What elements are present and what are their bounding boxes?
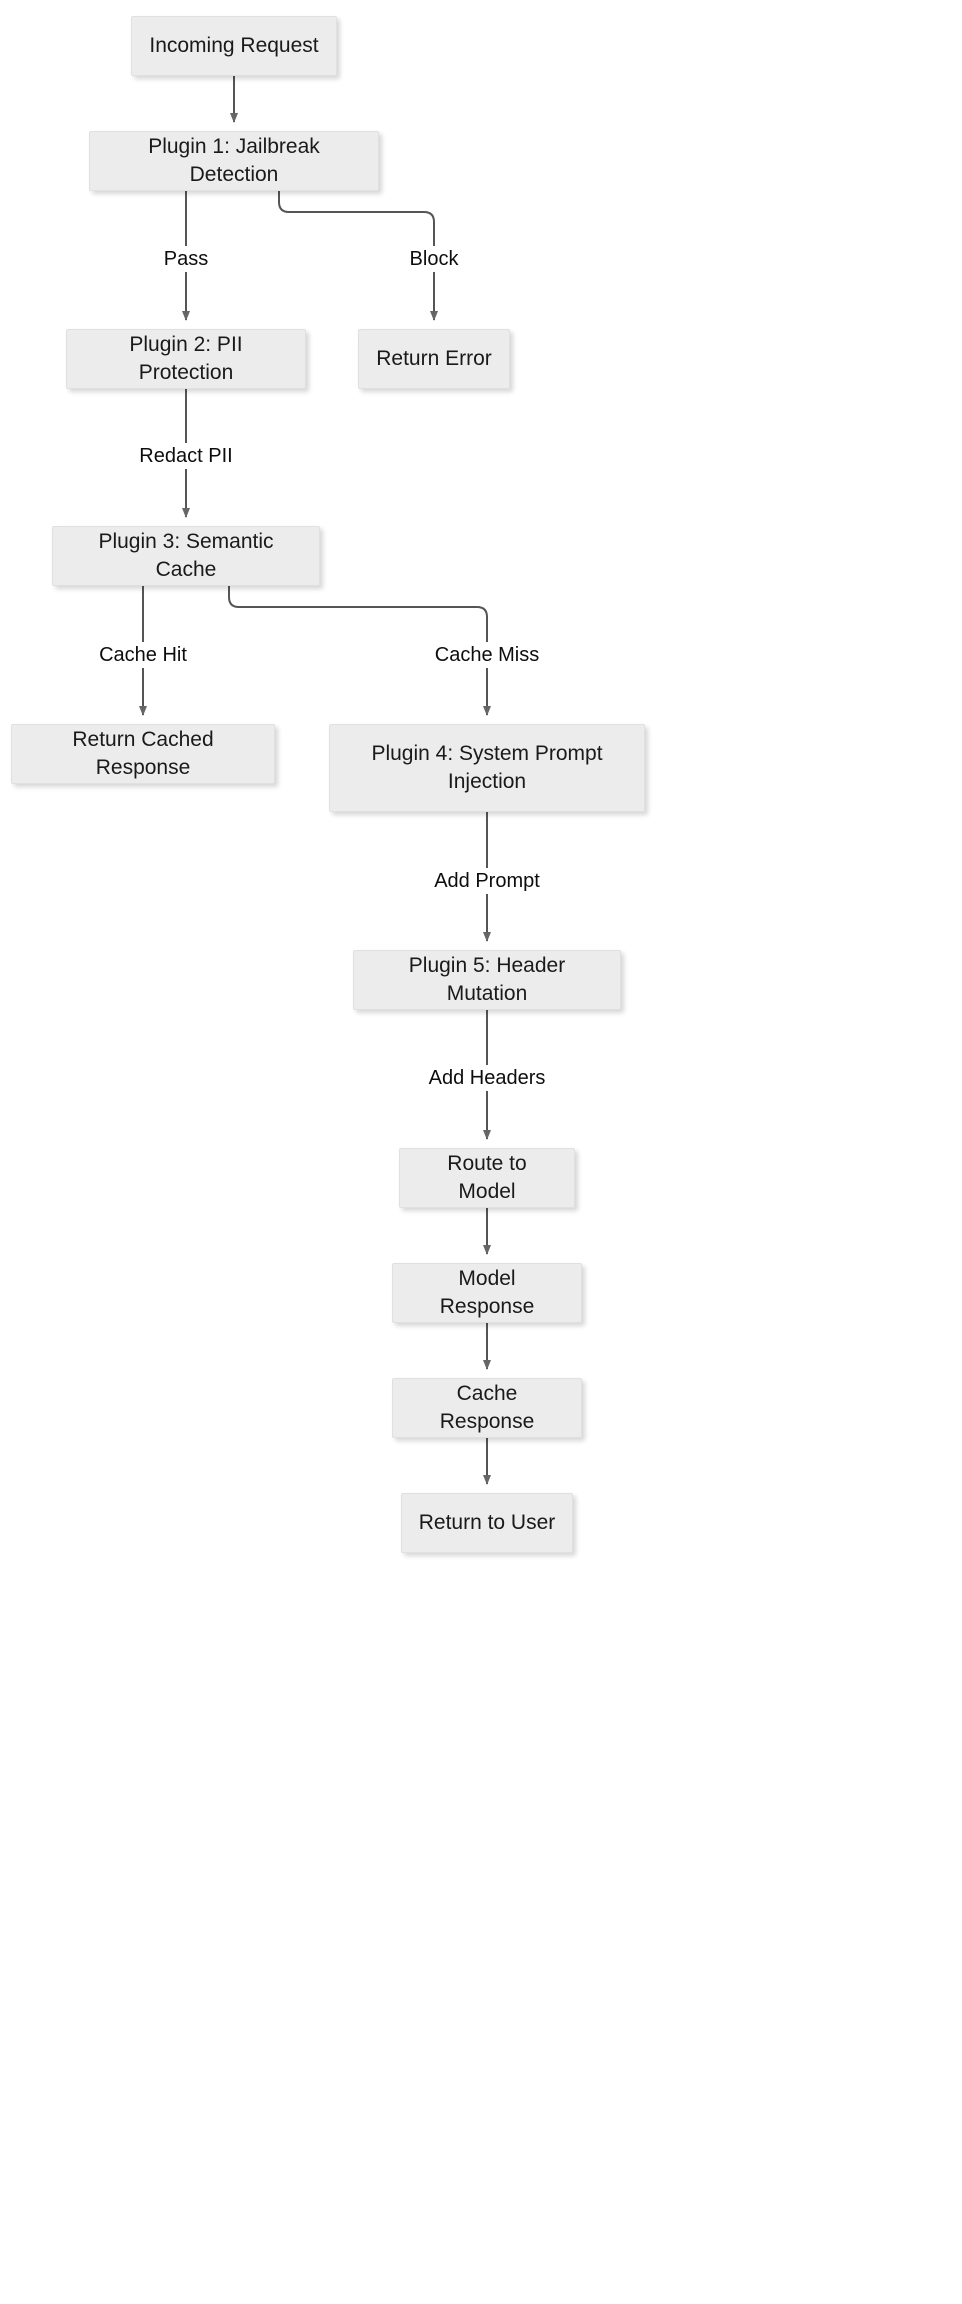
node-plugin-4[interactable]: Plugin 4: System Prompt Injection bbox=[329, 724, 645, 812]
node-plugin-1[interactable]: Plugin 1: Jailbreak Detection bbox=[89, 131, 379, 191]
node-return-to-user[interactable]: Return to User bbox=[401, 1493, 573, 1553]
edge-label-e-plugin1-error: Block bbox=[404, 246, 464, 272]
edge-label-e-plugin1-plugin2: Pass bbox=[158, 246, 214, 272]
edge-label-e-plugin4-plugin5: Add Prompt bbox=[429, 868, 545, 894]
node-incoming-request[interactable]: Incoming Request bbox=[131, 16, 337, 76]
node-return-cached-response[interactable]: Return Cached Response bbox=[11, 724, 275, 784]
edge-label-e-plugin3-cachemiss: Cache Miss bbox=[429, 642, 545, 668]
node-plugin-5[interactable]: Plugin 5: Header Mutation bbox=[353, 950, 621, 1010]
edge-label-e-plugin2-plugin3: Redact PII bbox=[134, 443, 238, 469]
node-model-response[interactable]: Model Response bbox=[392, 1263, 582, 1323]
edge-label-e-plugin5-route: Add Headers bbox=[423, 1065, 551, 1091]
edge-label-e-plugin3-cachehit: Cache Hit bbox=[94, 642, 192, 668]
node-plugin-3[interactable]: Plugin 3: Semantic Cache bbox=[52, 526, 320, 586]
node-return-error[interactable]: Return Error bbox=[358, 329, 510, 389]
node-route-to-model[interactable]: Route to Model bbox=[399, 1148, 575, 1208]
node-plugin-2[interactable]: Plugin 2: PII Protection bbox=[66, 329, 306, 389]
node-cache-response[interactable]: Cache Response bbox=[392, 1378, 582, 1438]
